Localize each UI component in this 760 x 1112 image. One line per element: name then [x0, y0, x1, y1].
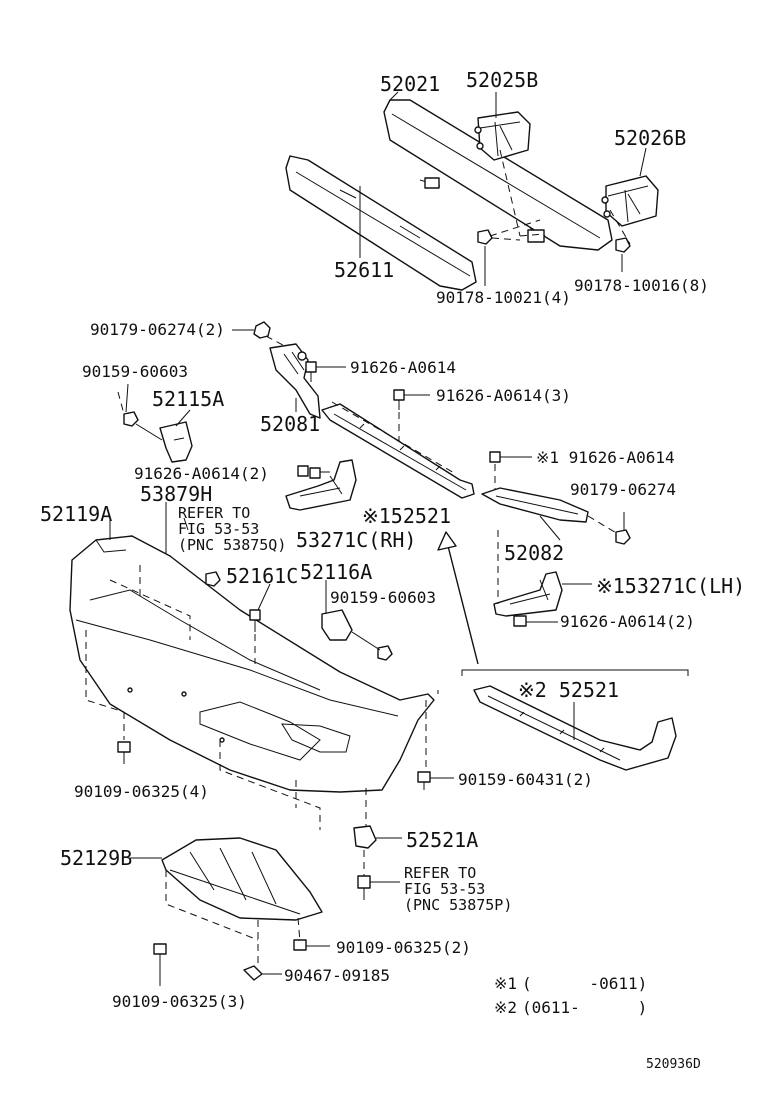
- label-52026B: 52026B: [614, 126, 687, 150]
- screw-91626-a0614-top: [305, 361, 346, 382]
- label-52025B: 52025B: [466, 68, 539, 92]
- label-52129B: 52129B: [60, 846, 133, 870]
- clip-90467-09185: [243, 965, 282, 981]
- label-91626-a0614-2a: 91626-A0614(2): [134, 464, 269, 483]
- bracket-52116A: [321, 584, 353, 641]
- label-90179-06274: 90179-06274: [570, 480, 676, 499]
- label-refer-53875Q-line3: (PNC 53875Q): [178, 536, 287, 554]
- clip-52161C: [205, 571, 221, 587]
- bumper-cover-52119A: [69, 535, 435, 793]
- label-refer-53875P-line3: (PNC 53875P): [404, 896, 513, 914]
- label-52611: 52611: [334, 258, 395, 282]
- label-90159-60431-2: 90159-60431(2): [458, 770, 593, 789]
- label-refer-53875Q-line2: FIG 53-53: [178, 520, 260, 538]
- label-52021: 52021: [380, 72, 441, 96]
- retainer-52521-type1: [321, 401, 475, 499]
- type2-bracket-frame: [461, 669, 689, 676]
- retainer-52081: [269, 343, 321, 419]
- label-52521A: 52521A: [406, 828, 479, 852]
- label-91626-a0614-2b: 91626-A0614(2): [560, 612, 695, 631]
- note-2-range: (0611- ): [522, 998, 648, 1017]
- label-52119A: 52119A: [40, 502, 113, 526]
- label-53271C-lh: ※153271C(LH): [596, 574, 746, 598]
- label-90109-06325-4: 90109-06325(4): [74, 782, 209, 801]
- bracket-52025B: [474, 111, 531, 161]
- label-52082: 52082: [504, 541, 565, 565]
- retainer-52082: [481, 487, 589, 541]
- label-90178-10016: 90178-10016(8): [574, 276, 709, 295]
- label-90178-10021: 90178-10021(4): [436, 288, 571, 307]
- nut-90178-10016: [615, 237, 631, 272]
- label-90109-06325-3: 90109-06325(3): [112, 992, 247, 1011]
- note-2-mark: ※2: [494, 998, 518, 1017]
- label-refer-53875Q-line1: REFER TO: [178, 504, 251, 522]
- label-53879H: 53879H: [140, 482, 213, 506]
- splash-shield-52129B: [130, 837, 323, 921]
- clip-52521A: [353, 825, 402, 849]
- label-90159-60603-a: 90159-60603: [82, 362, 188, 381]
- label-52521-type1: ※152521: [362, 504, 452, 528]
- label-90179-06274-2: 90179-06274(2): [90, 320, 225, 339]
- bolt-52161C: [249, 609, 261, 664]
- label-53271C-rh: 53271C(RH): [296, 528, 417, 552]
- support-53271C-lh: [493, 530, 592, 617]
- label-refer-53875P-line2: FIG 53-53: [404, 880, 486, 898]
- bumper-reinforcement-52021: [383, 99, 613, 251]
- label-90467-09185: 90467-09185: [284, 966, 390, 985]
- note-1-range: ( -0611): [522, 974, 648, 993]
- energy-absorber-52611: [285, 155, 477, 291]
- label-52161C: 52161C: [226, 564, 299, 588]
- label-91626-a0614-top: 91626-A0614: [350, 358, 456, 377]
- nut-90178-10021: [477, 229, 493, 286]
- bolt-90179-06274: [587, 512, 631, 545]
- screw-91626-a0614-3: [393, 389, 430, 442]
- support-53271C-rh: [285, 459, 357, 511]
- label-90109-06325-2: 90109-06325(2): [336, 938, 471, 957]
- note-1-mark: ※1: [494, 974, 518, 993]
- label-91626-a0614-r1: ※1 91626-A0614: [536, 448, 675, 467]
- bolt-90109-06325-2: [293, 939, 330, 951]
- screw-91626-a0614-2-right: [513, 615, 558, 627]
- bolt-90109-06325-3: [153, 943, 167, 986]
- bolt-90159-60431-2: [417, 771, 454, 790]
- label-90159-60603-b: 90159-60603: [330, 588, 436, 607]
- label-refer-53875P-line1: REFER TO: [404, 864, 477, 882]
- label-52521-type2: ※2 52521: [518, 678, 620, 702]
- screw-ref-53875P: [357, 850, 400, 900]
- screw-91626-a0614-r1: [489, 451, 532, 490]
- footer-code: 520936D: [646, 1057, 701, 1072]
- bolt-90159-60603-b: [351, 631, 393, 661]
- bolt-90109-06325-4: [117, 741, 131, 764]
- screw-91626-a0614-2-left: [297, 465, 330, 479]
- bolt-90159-60603-a: [117, 391, 163, 441]
- label-91626-a0614-3: 91626-A0614(3): [436, 386, 571, 405]
- arrow-indicator: [437, 531, 479, 665]
- label-52116A: 52116A: [300, 560, 373, 584]
- bracket-52026B: [601, 175, 659, 227]
- bracket-52115A: [159, 421, 193, 463]
- label-52081: 52081: [260, 412, 321, 436]
- retainer-52521-type2: [473, 685, 677, 771]
- label-52115A: 52115A: [152, 387, 225, 411]
